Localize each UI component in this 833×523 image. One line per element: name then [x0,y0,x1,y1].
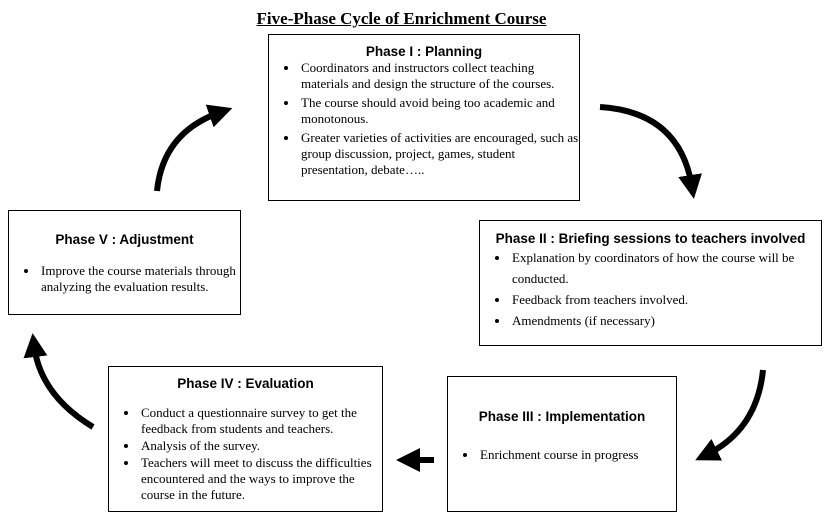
list-item: Teachers will meet to discuss the diffic… [139,455,382,503]
phase-5-list: Improve the course materials through ana… [9,263,240,295]
phase-2-heading: Phase II : Briefing sessions to teachers… [495,231,806,246]
arrow-phase2-to-phase3 [695,369,766,461]
phase-3-heading: Phase III : Implementation [478,409,646,424]
phase-1-list: Coordinators and instructors collect tea… [269,60,579,178]
list-item: Explanation by coordinators of how the c… [510,247,821,289]
phase-4-heading: Phase IV : Evaluation [177,376,314,391]
list-item: Enrichment course in progress [478,447,676,463]
list-item: Improve the course materials through ana… [39,263,240,295]
arrow-phase5-to-phase1 [154,104,233,192]
phase-1-planning-box: Phase I : Planning Coordinators and inst… [268,34,580,201]
phase-4-evaluation-box: Phase IV : Evaluation Conduct a question… [108,366,383,512]
phase-4-list: Conduct a questionnaire survey to get th… [109,405,382,503]
list-item: Analysis of the survey. [139,438,382,454]
phase-5-heading: Phase V : Adjustment [55,232,194,247]
list-item: The course should avoid being too academ… [299,95,579,127]
list-item: Conduct a questionnaire survey to get th… [139,405,382,437]
phase-2-list: Explanation by coordinators of how the c… [480,247,821,331]
phase-1-heading: Phase I : Planning [365,44,483,59]
arrow-phase1-to-phase2 [599,104,702,199]
phase-2-briefing-box: Phase II : Briefing sessions to teachers… [479,220,822,346]
list-item: Greater varieties of activities are enco… [299,130,579,178]
arrow-phase4-to-phase5 [23,333,95,430]
diagram-title: Five-Phase Cycle of Enrichment Course [256,9,547,28]
phase-5-adjustment-box: Phase V : Adjustment Improve the course … [8,210,241,315]
phase-3-list: Enrichment course in progress [448,447,676,463]
list-item: Feedback from teachers involved. [510,289,821,310]
list-item: Amendments (if necessary) [510,310,821,331]
phase-3-implementation-box: Phase III : Implementation Enrichment co… [447,376,677,512]
list-item: Coordinators and instructors collect tea… [299,60,579,92]
